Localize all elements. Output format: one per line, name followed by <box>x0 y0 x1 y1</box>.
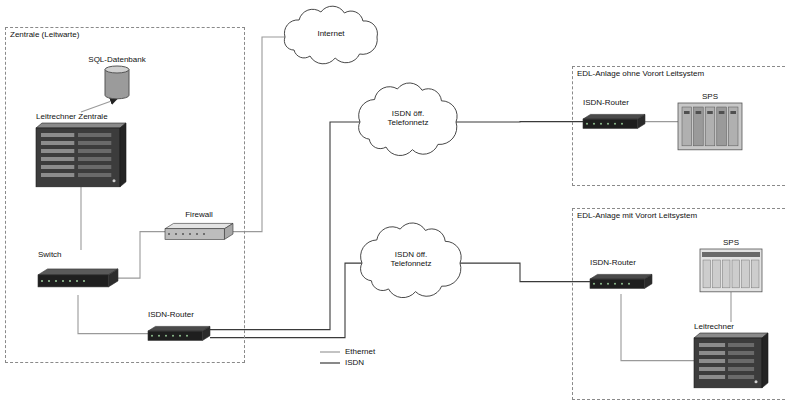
server-node: Leitrechner Zentrale <box>36 112 126 187</box>
legend: EthernetISDN <box>320 347 375 369</box>
ethernet-link <box>78 295 148 334</box>
legend-item: Ethernet <box>320 347 375 356</box>
device-label: Leitrechner Zentrale <box>36 112 108 121</box>
router-icon <box>590 269 652 294</box>
cloud-label: Internet <box>317 29 344 38</box>
switch-icon <box>38 261 118 295</box>
group-heading: EDL-Anlage mit Vorort Leitsystem <box>573 209 787 222</box>
ethernet-link <box>80 187 81 250</box>
plc-node: SPS <box>678 92 742 150</box>
ethernet-link <box>621 294 694 361</box>
router-icon <box>583 109 645 134</box>
device-label: SPS <box>702 92 718 101</box>
device-label: SQL-Datenbank <box>88 55 145 64</box>
firewall-node: Firewall <box>165 210 233 242</box>
legend-line-sample <box>320 360 340 366</box>
network-cloud: Internet <box>285 6 377 62</box>
site-group: EDL-Anlage mit Vorort LeitsystemISDN-Rou… <box>572 208 787 400</box>
group-heading: Zentrale (Leitwarte) <box>6 28 244 41</box>
server-icon <box>694 333 768 388</box>
legend-line-sample <box>320 349 340 355</box>
plc-node: SPS <box>700 238 762 292</box>
router-node: ISDN-Router <box>590 258 652 294</box>
server-node: Leitrechner <box>694 322 768 388</box>
legend-label: Ethernet <box>345 347 375 356</box>
database-node: SQL-Datenbank <box>82 55 152 99</box>
device-label: SPS <box>723 238 739 247</box>
server-icon <box>36 123 126 187</box>
ethernet-link <box>81 99 117 112</box>
cloud-label: ISDN öff. Telefonnetz <box>377 109 440 127</box>
cloud-label: ISDN öff. Telefonnetz <box>379 250 444 268</box>
ethernet-link <box>730 292 731 322</box>
group-heading: EDL-Anlage ohne Vorort Leitsystem <box>573 67 787 80</box>
plc-icon <box>700 249 762 292</box>
device-label: ISDN-Router <box>590 258 636 267</box>
database-icon <box>82 66 152 99</box>
legend-item: ISDN <box>320 358 375 367</box>
ethernet-link <box>233 37 285 232</box>
switch-node: Switch <box>38 250 118 295</box>
isdn-link <box>210 263 362 338</box>
router-icon <box>148 321 210 346</box>
ethernet-link <box>118 232 165 279</box>
plc-icon <box>678 103 742 150</box>
router-node: ISDN-Router <box>583 98 645 134</box>
device-label: ISDN-Router <box>583 98 629 107</box>
site-group: Zentrale (Leitwarte) SQL-DatenbankLeitrec… <box>5 27 245 363</box>
network-cloud: ISDN öff. Telefonnetz <box>362 222 460 296</box>
device-label: Leitrechner <box>694 322 734 331</box>
site-group: EDL-Anlage ohne Vorort LeitsystemISDN-Ro… <box>572 66 787 186</box>
router-node: ISDN-Router <box>148 310 210 346</box>
legend-label: ISDN <box>345 358 364 367</box>
firewall-icon <box>165 221 233 242</box>
isdn-link <box>460 263 590 282</box>
device-label: Switch <box>38 250 62 259</box>
network-cloud: ISDN öff. Telefonnetz <box>360 82 456 154</box>
device-label: Firewall <box>185 210 213 219</box>
isdn-link <box>456 121 583 122</box>
isdn-link <box>210 122 360 330</box>
ethernet-link <box>645 121 678 122</box>
device-label: ISDN-Router <box>148 310 194 319</box>
